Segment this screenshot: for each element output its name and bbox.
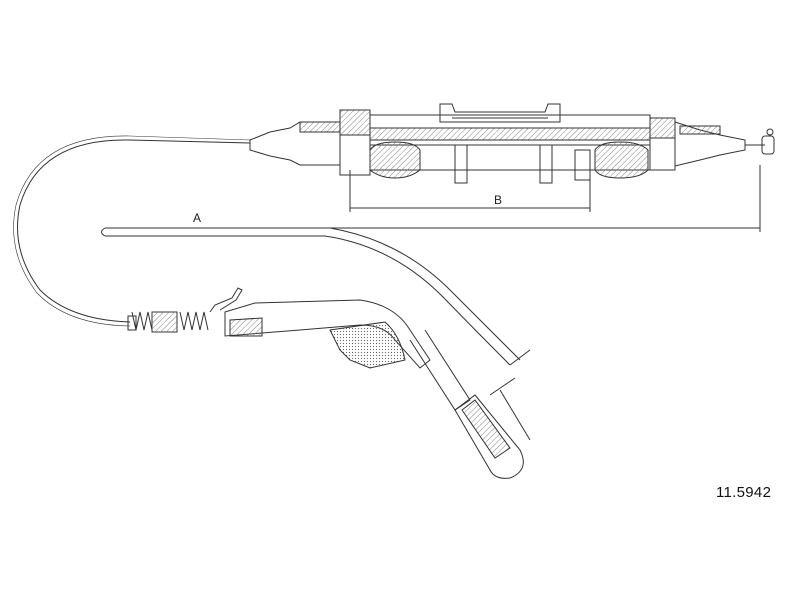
lever-dim-tick-2: [489, 377, 516, 396]
left-bushing: [369, 141, 421, 179]
lever-knob: [454, 394, 524, 479]
main-housing: [249, 103, 775, 184]
dimension-a: [101, 165, 761, 366]
right-flange-hatch: [649, 117, 676, 139]
post-left: [454, 144, 468, 184]
post-right: [539, 144, 553, 184]
left-flange-hatch: [339, 109, 371, 136]
inner-cable-curve: [17, 139, 251, 323]
spring-left-sleeve: [127, 315, 137, 331]
lever-dim-line: [499, 389, 531, 441]
lever-knob-hatch: [461, 399, 511, 459]
part-number: 11.5942: [716, 484, 772, 501]
dimension-a-label: A: [193, 211, 201, 225]
lower-assembly: [127, 287, 531, 479]
lever-dotted-fill: [329, 321, 406, 369]
right-bushing: [594, 141, 649, 179]
spring-tube-hatch: [152, 312, 177, 332]
dimension-a-line: [105, 227, 521, 361]
dimension-b-label: B: [494, 193, 502, 207]
lever-hatched-fill: [229, 317, 263, 337]
cable-end-fitting: [761, 135, 775, 155]
u-bracket: [439, 103, 561, 123]
cable-end-eyelet: [766, 128, 774, 136]
spring-left: [131, 311, 153, 331]
right-tube-hatch: [679, 125, 721, 135]
inner-cable-curve-outer: [13, 135, 251, 327]
inner-sleeve: [369, 127, 651, 141]
lever-dim-tick-1: [509, 349, 531, 366]
dimension-a-end-cap: [101, 227, 106, 237]
spring-right: [179, 311, 209, 331]
left-tube-hatch: [299, 121, 341, 133]
dimension-a-line-lower: [105, 235, 511, 366]
post-mid: [574, 149, 591, 181]
lever-arm: [409, 329, 471, 411]
wire-clip: [209, 287, 243, 313]
